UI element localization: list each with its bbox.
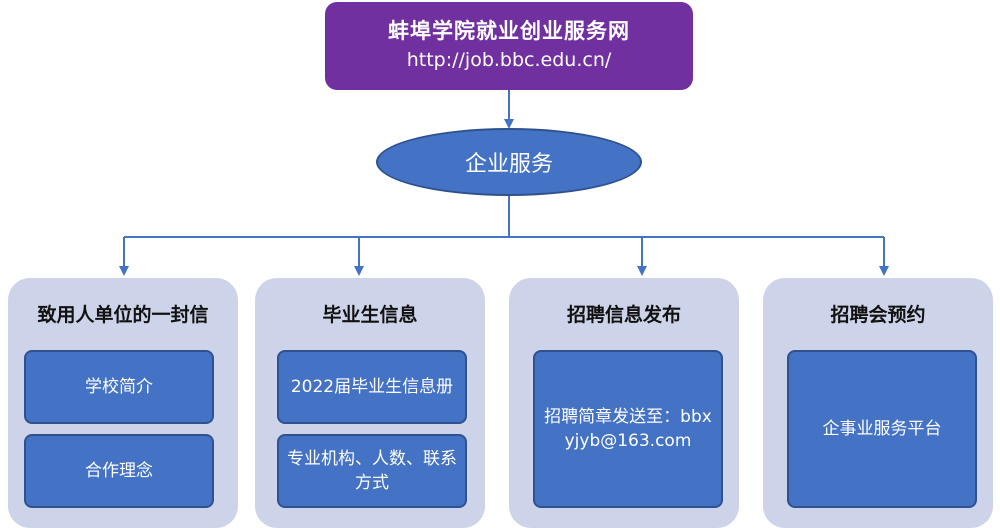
hub-node: 企业服务	[376, 128, 642, 196]
root-title: 蚌埠学院就业创业服务网	[388, 19, 630, 43]
root-node: 蚌埠学院就业创业服务网 http://job.bbc.edu.cn/	[325, 2, 693, 90]
column-employer-letter: 致用人单位的一封信 学校简介 合作理念	[8, 278, 238, 528]
item-recruit-email: 招聘简章发送至：bbxyjyb@163.com	[533, 350, 723, 508]
item-cooperation-concept: 合作理念	[24, 434, 214, 508]
item-school-intro: 学校简介	[24, 350, 214, 424]
root-url: http://job.bbc.edu.cn/	[406, 49, 612, 71]
column-graduate-info: 毕业生信息 2022届毕业生信息册 专业机构、人数、联系方式	[255, 278, 485, 528]
column-job-fair: 招聘会预约 企事业服务平台	[763, 278, 993, 528]
item-major-contact: 专业机构、人数、联系方式	[277, 434, 467, 508]
column-recruit-publish: 招聘信息发布 招聘简章发送至：bbxyjyb@163.com	[509, 278, 739, 528]
column-title: 招聘会预约	[830, 304, 926, 326]
column-title: 毕业生信息	[322, 304, 418, 326]
item-service-platform: 企事业服务平台	[787, 350, 977, 508]
column-title: 致用人单位的一封信	[37, 304, 209, 326]
item-graduate-booklet: 2022届毕业生信息册	[277, 350, 467, 424]
column-title: 招聘信息发布	[566, 304, 681, 326]
